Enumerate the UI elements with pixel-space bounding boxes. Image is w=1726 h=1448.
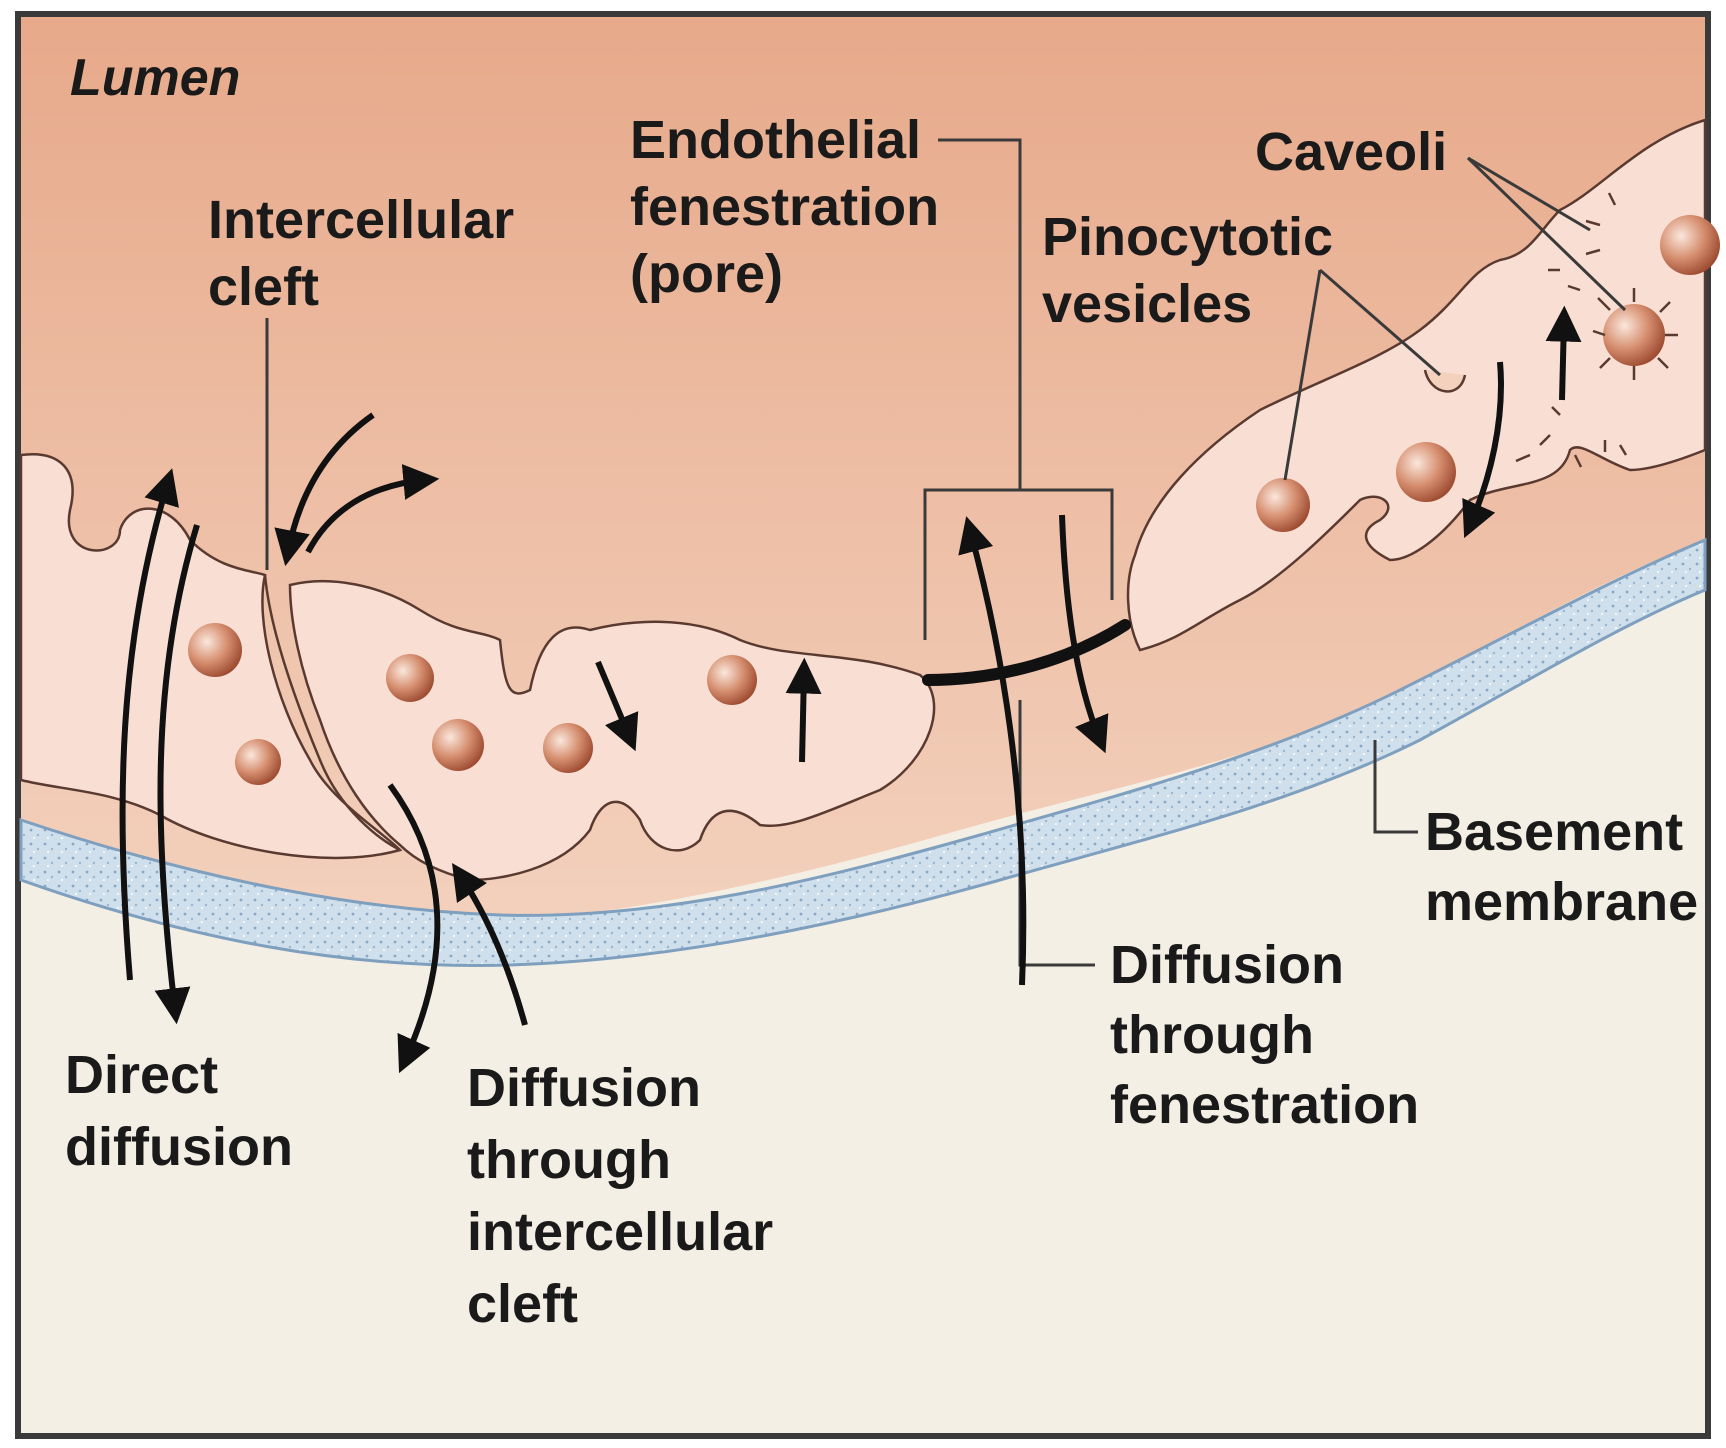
- vesicle: [235, 739, 281, 785]
- vesicle: [1603, 304, 1665, 366]
- vesicle: [386, 654, 434, 702]
- vesicle: [432, 719, 484, 771]
- vesicle: [1396, 442, 1456, 502]
- arrow-caveoli-up: [1562, 320, 1564, 400]
- vesicle: [707, 655, 757, 705]
- arrow-vesicle-up: [802, 672, 804, 762]
- vesicle: [543, 723, 593, 773]
- label-caveoli: Caveoli: [1255, 122, 1447, 182]
- vesicle: [1256, 478, 1310, 532]
- vesicle: [1660, 215, 1720, 275]
- label-lumen: Lumen: [70, 49, 240, 107]
- vesicle: [188, 623, 242, 677]
